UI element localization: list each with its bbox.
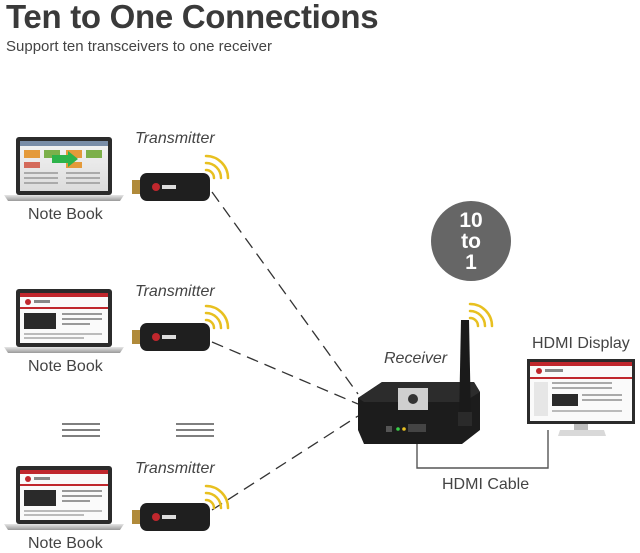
link-3: [211, 415, 359, 511]
wifi-signal-icon: [204, 484, 230, 510]
wifi-signal-icon: [204, 154, 230, 180]
wifi-signal-icon: [204, 304, 230, 330]
transmitter-label-3: Transmitter: [135, 460, 215, 477]
wifi-signal-icon: [468, 302, 494, 328]
wireless-links: [211, 191, 359, 511]
badge-line-3: 1: [465, 250, 477, 274]
laptop-icon: [4, 137, 124, 201]
notebook-label-1: Note Book: [28, 206, 103, 223]
transmitter-dongle-icon: [132, 323, 210, 351]
badge-line-2: to: [461, 229, 481, 253]
transmitter-dongle-icon: [132, 173, 210, 201]
receiver-label: Receiver: [384, 350, 448, 367]
notebook-label-2: Note Book: [28, 358, 103, 375]
laptop-icon: [4, 466, 124, 530]
page-title: Ten to One Connections: [6, 0, 379, 35]
laptop-icon: [4, 289, 124, 353]
transmitter-dongle-icon: [132, 503, 210, 531]
notebook-label-3: Note Book: [28, 535, 103, 552]
badge-line-1: 10: [459, 208, 483, 232]
page-subtitle: Support ten transceivers to one receiver: [6, 38, 272, 55]
link-1: [211, 191, 359, 395]
transmitter-label-1: Transmitter: [135, 130, 215, 147]
receiver-box-icon: [358, 382, 480, 444]
transmitter-label-2: Transmitter: [135, 283, 215, 300]
more-devices-separator: [62, 423, 214, 437]
ten-to-one-badge: 10 to 1: [431, 201, 511, 281]
display-label: HDMI Display: [532, 335, 630, 352]
cable-label: HDMI Cable: [442, 476, 530, 493]
monitor-icon: [527, 359, 635, 436]
antenna-icon: [458, 320, 472, 426]
link-2: [211, 341, 359, 405]
hdmi-cable: [416, 430, 549, 469]
